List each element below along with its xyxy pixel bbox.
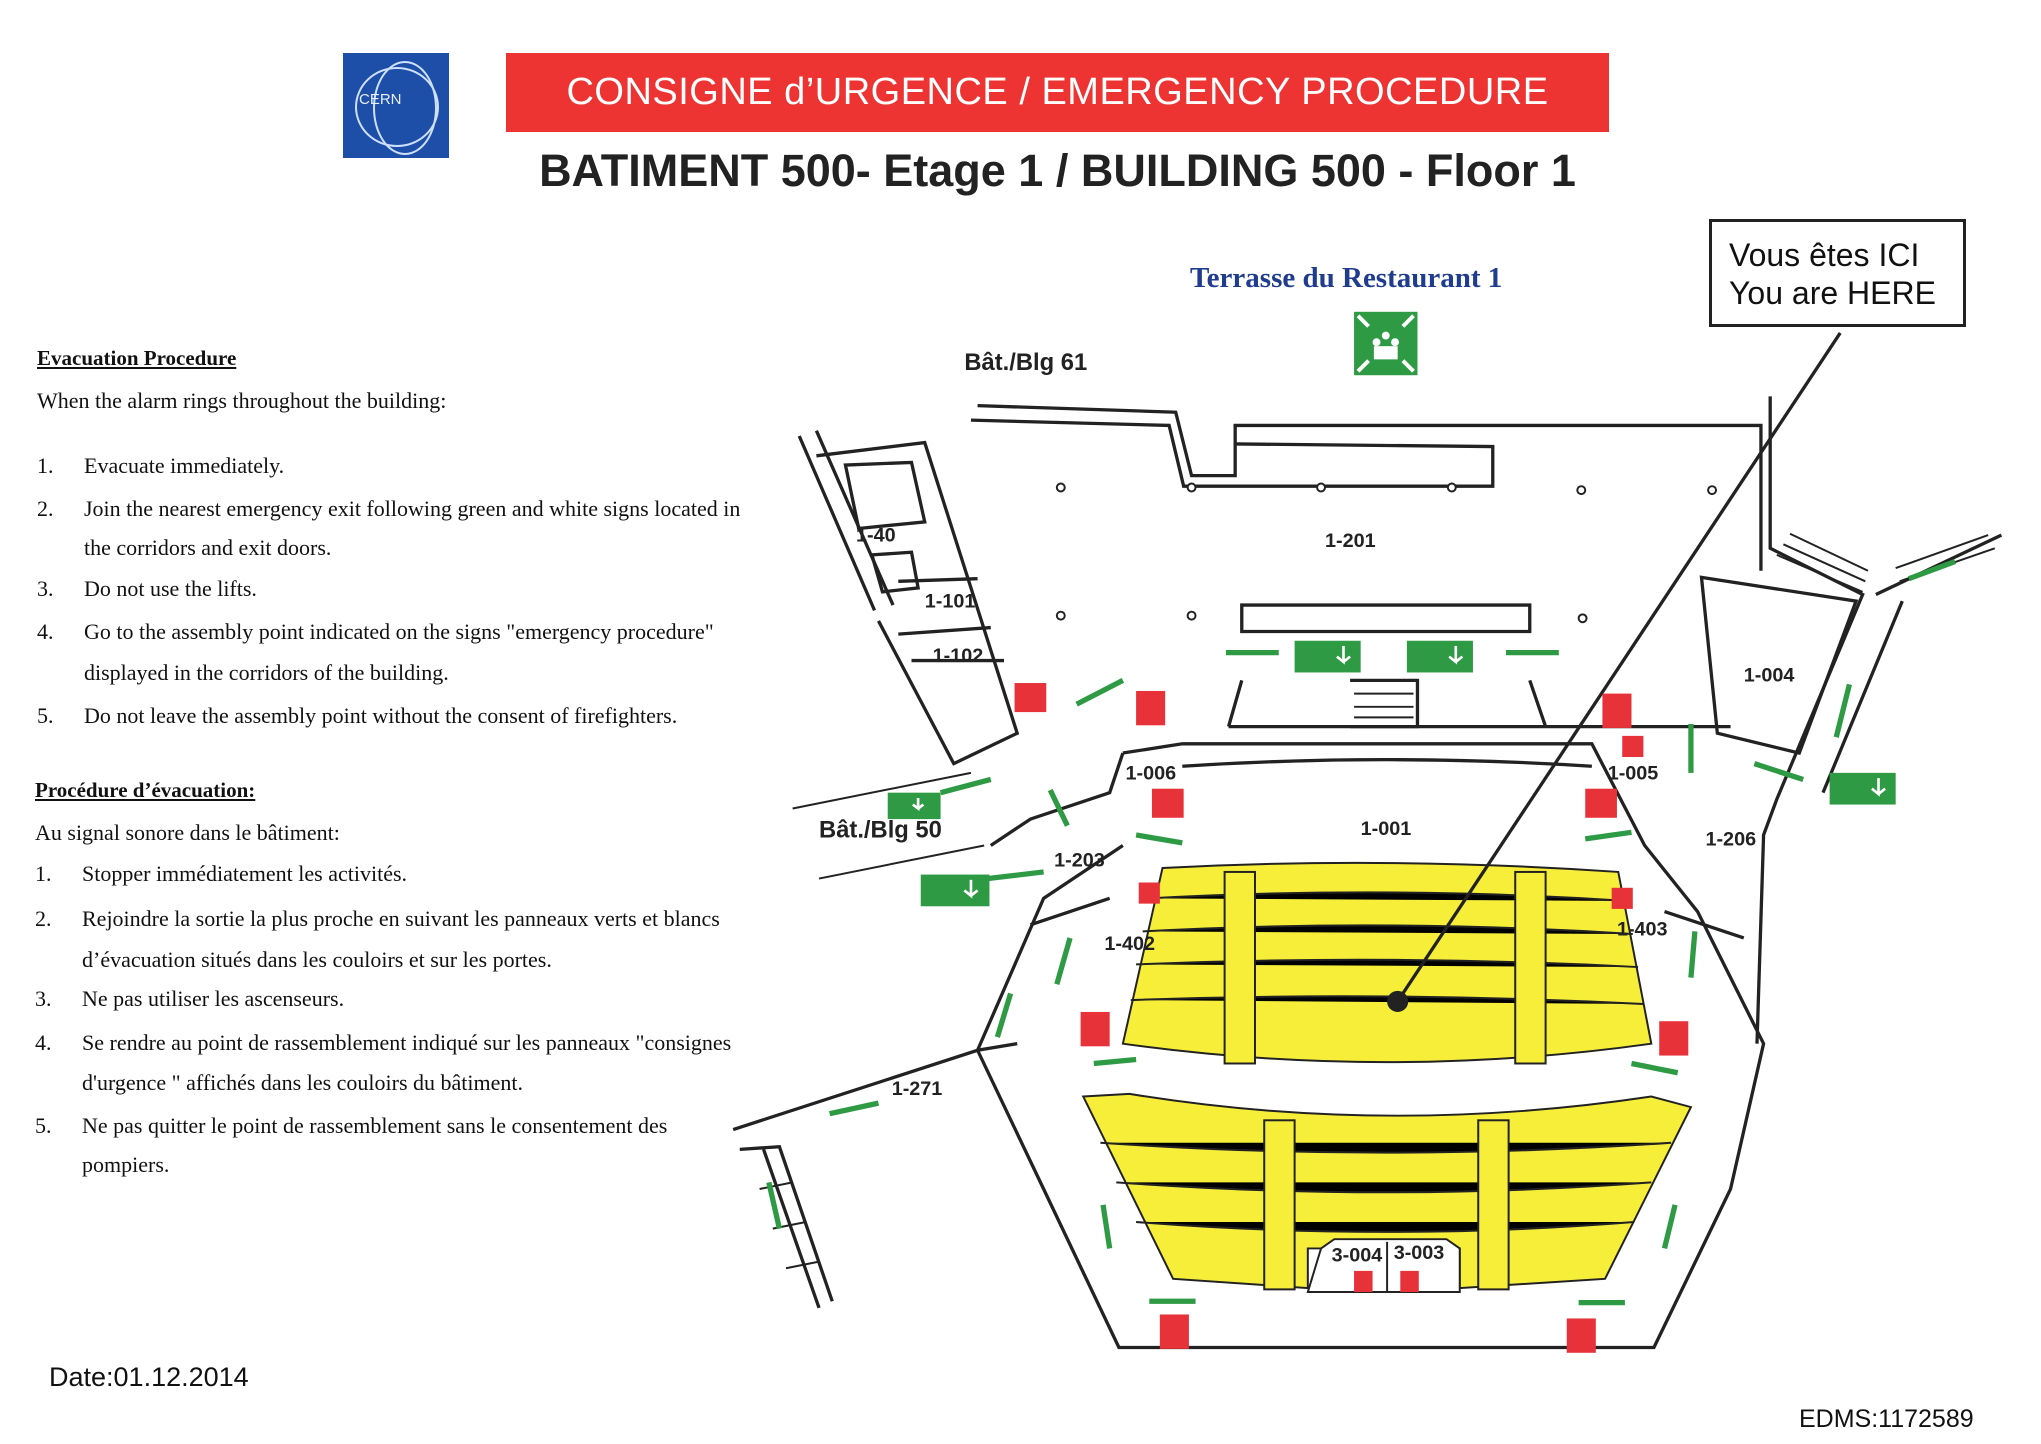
room-label: 1-201 [1325,530,1376,552]
evacuation-arrows [766,559,1957,1306]
step-text: Rejoindre la sortie la plus proche en su… [82,906,720,931]
step-text: pompiers. [82,1152,170,1177]
page-title: BATIMENT 500- Etage 1 / BUILDING 500 - F… [539,145,1576,196]
you-are-here-en: You are HERE [1729,275,1936,311]
exit-sign-icon [1294,640,1361,673]
room-label: 1-101 [925,591,976,613]
pointer-line [1396,332,1842,1003]
room-label: 1-005 [1608,762,1659,784]
emergency-banner: CONSIGNE d’URGENCE / EMERGENCY PROCEDURE [506,53,1609,132]
you-are-here-fr: Vous êtes ICI [1729,237,1920,273]
step-text: d'urgence " affichés dans les couloirs d… [82,1070,524,1095]
fire-extinguisher-icon [1159,1314,1189,1349]
step-text: Do not use the lifts. [84,576,257,601]
step-number: 1. [37,453,54,478]
fire-extinguisher-icon [1354,1270,1373,1293]
fire-extinguisher-icon [1611,887,1633,909]
step-text: Evacuate immediately. [84,453,285,478]
you-are-here-box: Vous êtes ICI You are HERE [1709,219,1966,327]
terrace-label: Terrasse du Restaurant 1 [1190,262,1503,294]
fire-extinguisher-icon [1080,1011,1110,1047]
room-label: 1-006 [1126,762,1177,784]
fire-alarm-icon [1151,788,1184,818]
exit-sign-icon [1406,640,1473,673]
assembly-point-icon [1354,311,1418,376]
document-date: Date:01.12.2014 [49,1362,249,1392]
fire-extinguisher-icon [1138,882,1160,904]
room-label: 1-40 [856,525,896,547]
fire-extinguisher-icon [1566,1318,1596,1353]
step-text: Se rendre au point de rassemblement indi… [82,1030,732,1055]
exit-sign-icon [887,792,941,820]
room-label: 1-403 [1617,918,1668,940]
room-label: 3-004 [1332,1245,1383,1267]
building-label-61: Bât./Blg 61 [964,349,1087,376]
you-are-here-dot [1387,990,1409,1012]
step-number: 2. [37,496,54,521]
step-text: Ne pas quitter le point de rassemblement… [82,1113,668,1138]
fire-extinguisher-icon [1136,690,1166,726]
room-label: 1-004 [1744,665,1795,687]
edms-number: EDMS:1172589 [1799,1405,1974,1433]
seating [1081,861,1693,1294]
fire-extinguisher-icon [1602,693,1632,728]
fire-alarm-icon [1585,788,1617,818]
room-label: 3-003 [1394,1242,1445,1264]
logo-text: CERN [359,91,402,108]
exit-sign-icon [1829,772,1896,805]
french-intro: Au signal sonore dans le bâtiment: [35,820,340,845]
room-label: 1-402 [1104,933,1155,955]
step-text: d’évacuation situés dans les couloirs et… [82,947,552,972]
room-label: 1-001 [1361,818,1412,840]
step-text: Ne pas utiliser les ascenseurs. [82,986,345,1011]
step-number: 1. [35,861,52,886]
exit-signs [887,640,1896,907]
room-label: 1-271 [892,1078,943,1100]
fire-extinguisher-icon [1622,735,1644,758]
step-text: Join the nearest emergency exit followin… [84,496,741,521]
building-label-50: Bât./Blg 50 [819,817,942,844]
room-label: 1-102 [933,645,984,667]
step-number: 2. [35,906,52,931]
step-text: Stopper immédiatement les activités. [82,861,408,886]
step-number: 5. [35,1113,52,1138]
step-number: 4. [37,619,54,644]
step-number: 5. [37,703,54,728]
english-intro: When the alarm rings throughout the buil… [37,388,447,413]
fire-extinguisher-icon [1659,1021,1689,1056]
step-text: Go to the assembly point indicated on th… [84,619,714,644]
step-text: the corridors and exit doors. [84,535,332,560]
step-number: 4. [35,1030,52,1055]
english-heading: Evacuation Procedure [37,346,237,370]
fire-extinguisher-icon [1400,1270,1419,1293]
fire-alarm-icon [1014,683,1047,713]
french-heading: Procédure d’évacuation: [35,778,256,802]
step-text: displayed in the corridors of the buildi… [84,660,449,685]
step-number: 3. [35,986,52,1011]
room-label: 1-206 [1705,829,1756,851]
room-label: 1-203 [1054,850,1105,872]
walls [732,396,2003,1350]
fire-equipment [1014,683,1689,1353]
columns [1055,482,1718,624]
step-number: 3. [37,576,54,601]
cern-logo: CERN [343,53,449,158]
exit-sign-icon [920,874,990,907]
step-text: Do not leave the assembly point without … [84,703,678,728]
